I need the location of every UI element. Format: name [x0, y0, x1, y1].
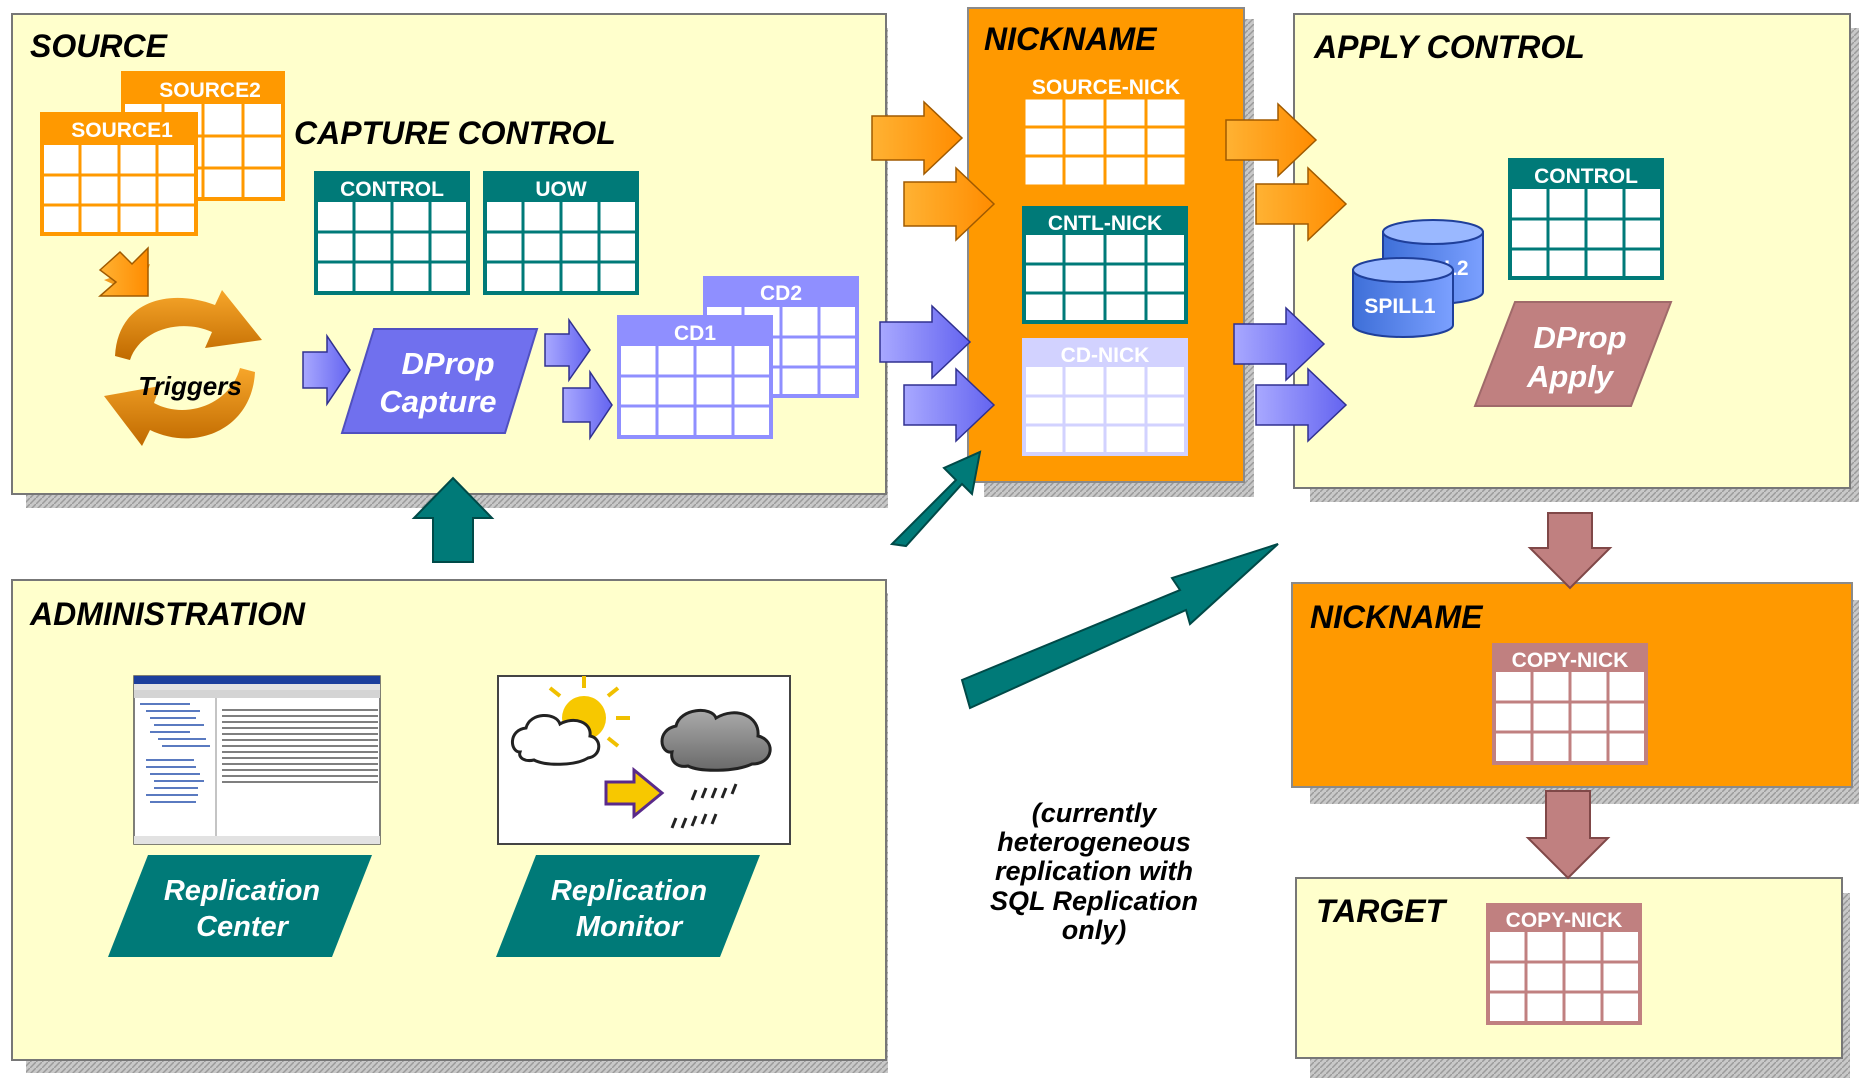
nick-to-apply-arrow-3-icon [1233, 306, 1326, 382]
source1-table: SOURCE1 [40, 112, 198, 236]
admin-to-nick-arrow-icon [889, 450, 982, 548]
dprop-capture-line1: DProp [402, 346, 495, 381]
replication-center-screenshot-icon [133, 675, 381, 845]
dprop-capture-line2: Capture [379, 384, 496, 419]
administration-title: ADMINISTRATION [29, 596, 306, 632]
cntl-nick-header: CNTL-NICK [1048, 212, 1162, 235]
triggers-cycle: Triggers [104, 264, 262, 446]
cd1-header: CD1 [674, 322, 716, 345]
nick-to-apply-arrow-1-icon [1225, 102, 1318, 178]
replication-monitor-line1: Replication [551, 875, 707, 907]
apply-to-nickname-arrow-icon [1527, 512, 1613, 590]
cd1-table: CD1 [617, 315, 773, 439]
note-line2: heterogeneous [997, 827, 1191, 857]
admin-to-apply-arrow-icon [960, 543, 1279, 710]
capture-control-table: CONTROL [314, 171, 470, 295]
cd-nick-table: CD-NICK [1022, 338, 1188, 456]
copy-nick-target-table: COPY-NICK [1486, 903, 1642, 1025]
source-to-nick-arrow-2-icon [903, 166, 996, 242]
heterogeneous-note: (currently heterogeneous replication wit… [990, 798, 1198, 945]
note-line1: (currently [1032, 798, 1159, 828]
arrow-right-icon [604, 766, 665, 820]
copy-nick-nickname-header: COPY-NICK [1512, 649, 1629, 672]
replication-center-line1: Replication [164, 875, 320, 907]
capture-to-cd-arrow-lower-icon [562, 369, 613, 441]
admin-to-source-arrow-icon [411, 476, 495, 563]
source-nick-table: SOURCE-NICK [1022, 76, 1188, 188]
target-title: TARGET [1316, 893, 1448, 929]
replication-monitor-weather-icon [497, 675, 791, 845]
uow-header: UOW [535, 178, 587, 201]
uow-table: UOW [483, 171, 639, 295]
triggers-label: Triggers [138, 371, 242, 401]
replication-monitor-process: Replication Monitor [496, 855, 760, 957]
dprop-apply-line2: Apply [1526, 359, 1615, 394]
source-title: SOURCE [30, 28, 169, 64]
storm-cloud-icon [660, 709, 772, 772]
copy-nick-target-header: COPY-NICK [1506, 909, 1623, 932]
source1-header: SOURCE1 [71, 119, 173, 142]
triggers-arc-bottom-icon [104, 368, 255, 446]
nickname-to-target-arrow-icon [1525, 790, 1611, 880]
cd-nick-header: CD-NICK [1061, 344, 1150, 367]
source-nick-header: SOURCE-NICK [1032, 76, 1180, 99]
replication-center-line2: Center [196, 911, 290, 943]
dprop-apply-process: DProp Apply [1473, 301, 1673, 407]
cntl-nick-table: CNTL-NICK [1022, 206, 1188, 324]
dprop-apply-line1: DProp [1534, 320, 1627, 355]
replication-center-process: Replication Center [108, 855, 372, 957]
cd-to-nick-arrow-1-icon [879, 304, 972, 380]
replication-monitor-line2: Monitor [576, 911, 684, 943]
apply-control-table: CONTROL [1508, 158, 1664, 280]
note-line4: SQL Replication [990, 886, 1198, 916]
cd-to-nick-arrow-2-icon [903, 367, 996, 443]
capture-control-header: CONTROL [340, 178, 444, 201]
cloud-icon [511, 714, 601, 766]
note-line3: replication with [995, 856, 1193, 886]
triggers-to-capture-arrow-icon [302, 333, 351, 407]
apply-control-header: CONTROL [1534, 165, 1638, 188]
nick-to-apply-arrow-4-icon [1255, 367, 1348, 443]
source-to-nick-arrow-1-icon [871, 100, 964, 176]
copy-nick-nickname-table: COPY-NICK [1492, 643, 1648, 765]
dprop-capture-process: DProp Capture [340, 328, 539, 434]
capture-to-cd-arrow-upper-icon [544, 317, 591, 383]
nickname-top-title: NICKNAME [984, 21, 1158, 57]
source-to-triggers-arrow-icon [98, 246, 149, 297]
capture-control-title: CAPTURE CONTROL [294, 115, 616, 151]
spill1-label: SPILL1 [1364, 295, 1436, 318]
triggers-arc-top-icon [115, 290, 262, 360]
spill1-disk-icon: SPILL1 [1352, 257, 1454, 338]
cd2-header: CD2 [760, 282, 802, 305]
note-line5: only) [1062, 915, 1127, 945]
nickname-bottom-title: NICKNAME [1310, 599, 1484, 635]
apply-control-title: APPLY CONTROL [1313, 29, 1585, 65]
nick-to-apply-arrow-2-icon [1255, 166, 1348, 242]
source2-header: SOURCE2 [159, 79, 261, 102]
